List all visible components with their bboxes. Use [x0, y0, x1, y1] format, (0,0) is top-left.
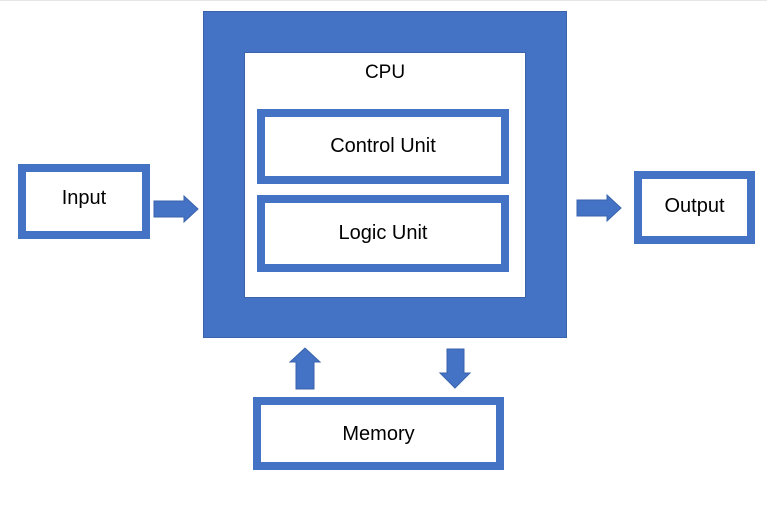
input-box: Input	[18, 164, 150, 239]
memory-box: Memory	[253, 397, 504, 470]
control-unit-label: Control Unit	[330, 135, 436, 157]
logic-unit-box: Logic Unit	[257, 195, 509, 272]
cpu-label: CPU	[364, 62, 406, 83]
output-label: Output	[664, 195, 725, 217]
top-divider	[0, 0, 767, 1]
memory-label: Memory	[342, 423, 415, 445]
cpu-to-output-arrow	[576, 193, 622, 223]
control-unit-box: Control Unit	[257, 109, 509, 184]
memory-to-cpu-arrow	[288, 347, 322, 390]
logic-unit-label: Logic Unit	[338, 222, 428, 244]
input-label: Input	[61, 187, 107, 209]
cpu-to-memory-arrow	[438, 348, 472, 389]
output-box: Output	[634, 171, 755, 244]
input-to-cpu-arrow	[153, 194, 199, 224]
